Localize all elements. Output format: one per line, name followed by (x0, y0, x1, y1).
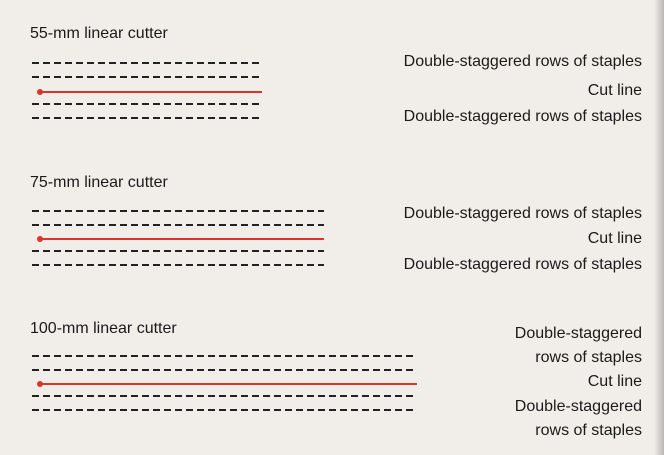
cutter-100-bottom-staples-label-line1: Double-staggered (514, 398, 642, 415)
cutter-100-staple-row-4 (32, 409, 417, 411)
cutter-100-staple-row-3 (32, 395, 417, 397)
cutter-55-top-staples-label: Double-staggered rows of staples (403, 53, 642, 70)
cutter-100-bottom-staples-label-line2: rows of staples (535, 422, 642, 439)
cutter-100-cut-line (40, 383, 417, 385)
cutter-55-cut-line (40, 91, 262, 93)
cutter-100-cut-line-label: Cut line (587, 373, 642, 390)
page-edge-shadow (654, 0, 664, 455)
cutter-75-bottom-staples-label: Double-staggered rows of staples (403, 256, 642, 273)
cutter-55-staple-row-4 (32, 117, 262, 119)
cutter-100-top-staples-label-line1: Double-staggered (514, 325, 642, 342)
cutter-100-top-staples-label-line2: rows of staples (535, 349, 642, 366)
cutter-55-staple-row-3 (32, 103, 262, 105)
cutter-75-staple-row-3 (32, 250, 324, 252)
cutter-100-staple-row-2 (32, 369, 417, 371)
cutter-75-staple-row-1 (32, 210, 324, 212)
cutter-75-top-staples-label: Double-staggered rows of staples (403, 205, 642, 222)
cutter-75-cut-line (40, 238, 324, 240)
cutter-75-title: 75-mm linear cutter (30, 174, 168, 191)
cutter-55-staple-row-2 (32, 76, 262, 78)
cutter-55-bottom-staples-label: Double-staggered rows of staples (403, 108, 642, 125)
cutter-55-staple-row-1 (32, 62, 262, 64)
cutter-55-title: 55-mm linear cutter (30, 25, 168, 42)
cutter-55-cut-line-label: Cut line (587, 82, 642, 99)
cutter-75-staple-row-2 (32, 224, 324, 226)
cutter-100-staple-row-1 (32, 355, 417, 357)
cutter-75-cut-line-label: Cut line (587, 230, 642, 247)
cutter-100-title: 100-mm linear cutter (30, 320, 177, 337)
cutter-75-staple-row-4 (32, 264, 324, 266)
